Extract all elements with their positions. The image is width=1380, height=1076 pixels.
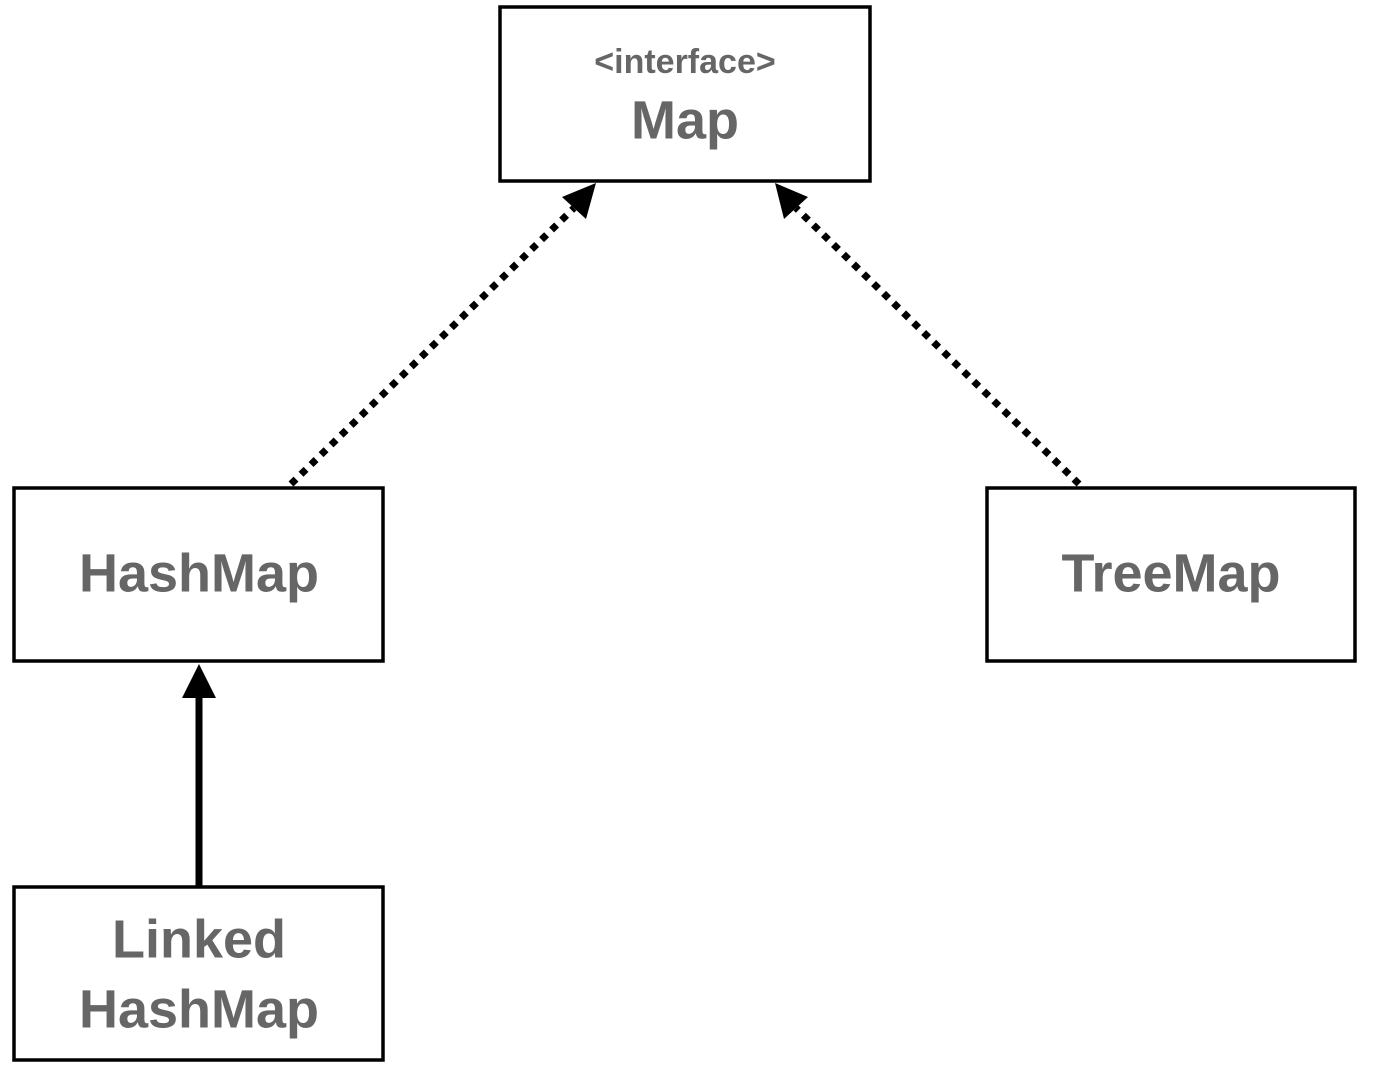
node-label: HashMap — [79, 543, 319, 603]
node-label-line2: HashMap — [79, 979, 319, 1039]
node-box — [985, 486, 1357, 663]
node-hashmap[interactable]: HashMap — [12, 486, 385, 663]
arrowhead-icon — [182, 664, 216, 698]
node-linkedhashmap[interactable]: Linked HashMap — [12, 885, 385, 1062]
node-box — [498, 5, 872, 183]
node-box — [12, 486, 385, 663]
edge-linkedhashmap-to-hashmap — [182, 664, 216, 886]
edge-hashmap-to-map — [288, 183, 596, 487]
node-label-line1: Linked — [112, 909, 286, 969]
node-treemap[interactable]: TreeMap — [985, 486, 1357, 663]
arrowhead-icon — [562, 183, 596, 219]
node-box — [12, 885, 385, 1062]
node-map[interactable]: <interface> Map — [498, 5, 872, 183]
dotted-line — [288, 205, 577, 487]
node-label: Map — [631, 90, 739, 150]
arrowhead-icon — [775, 183, 808, 219]
dotted-line — [793, 205, 1082, 487]
stereotype-label: <interface> — [594, 43, 775, 81]
node-label: TreeMap — [1061, 543, 1280, 603]
edge-treemap-to-map — [775, 183, 1082, 487]
